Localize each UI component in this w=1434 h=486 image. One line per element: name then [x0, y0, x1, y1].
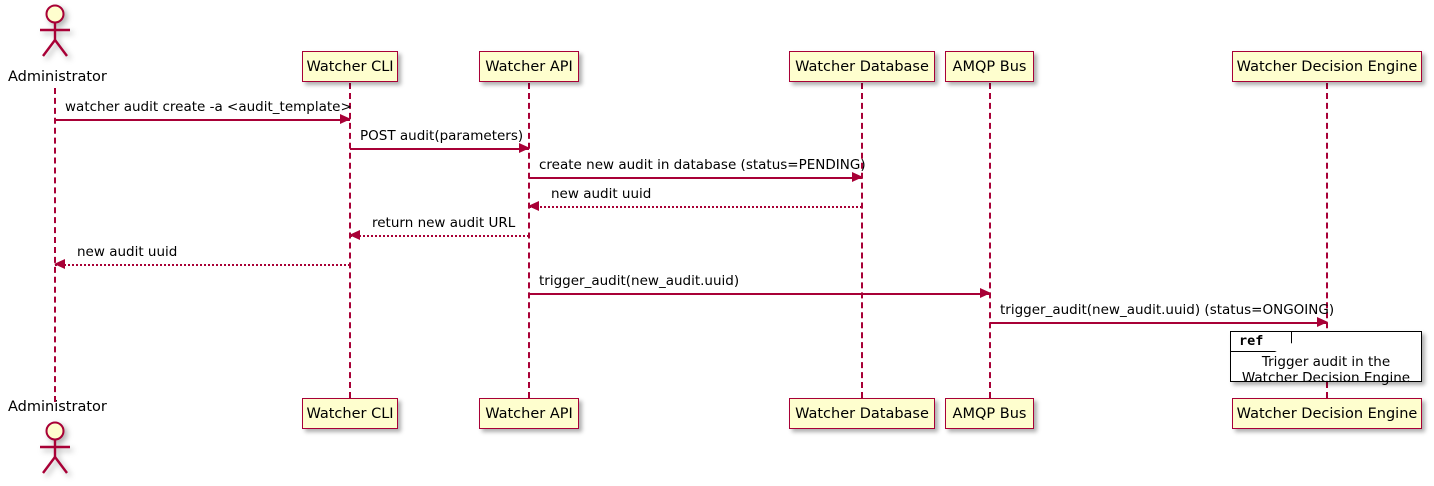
participant-watcher-database-bottom[interactable]: Watcher Database: [789, 398, 935, 429]
participant-watcher-cli-top[interactable]: Watcher CLI: [302, 51, 398, 82]
actor-stick-figure-icon: [40, 421, 70, 474]
participant-watcher-api-bottom[interactable]: Watcher API: [479, 398, 579, 429]
message-line: [350, 148, 529, 150]
participant-watcher-database-top[interactable]: Watcher Database: [789, 51, 935, 82]
participant-amqp-bus-top[interactable]: AMQP Bus: [945, 51, 1034, 82]
ref-fragment: ref Trigger audit in the Watcher Decisio…: [1230, 331, 1422, 386]
message-line: [55, 119, 350, 121]
message-line: [529, 206, 862, 208]
ref-fragment-body: Trigger audit in the Watcher Decision En…: [1231, 354, 1421, 386]
message-label: watcher audit create -a <audit_template>: [65, 99, 352, 115]
actor-stick-figure-icon: [40, 4, 70, 57]
arrowhead-left-icon: [349, 230, 360, 240]
arrowhead-left-icon: [54, 259, 65, 269]
message-line: [529, 293, 990, 295]
message-label: create new audit in database (status=PEN…: [539, 157, 866, 173]
ref-fragment-line1: Trigger audit in the: [1261, 354, 1391, 370]
arrowhead-right-icon: [1317, 317, 1328, 327]
message-line: [350, 235, 529, 237]
lifeline-watcher-decision-engine: [1326, 83, 1328, 398]
message-label: trigger_audit(new_audit.uuid): [539, 273, 740, 289]
message-line: [529, 177, 862, 179]
message-label: trigger_audit(new_audit.uuid) (status=ON…: [1000, 302, 1335, 318]
actor-label-administrator-bottom: Administrator: [8, 399, 107, 415]
participant-watcher-decision-engine-bottom[interactable]: Watcher Decision Engine: [1232, 398, 1422, 429]
arrowhead-left-icon: [528, 201, 539, 211]
lifeline-watcher-cli: [349, 83, 351, 398]
lifeline-watcher-database: [861, 83, 863, 398]
ref-fragment-keyword: ref: [1239, 333, 1264, 349]
message-line: [990, 322, 1327, 324]
lifeline-watcher-api: [528, 83, 530, 398]
message-label: return new audit URL: [372, 215, 516, 231]
message-label: new audit uuid: [77, 244, 178, 260]
message-label: POST audit(parameters): [360, 128, 524, 144]
participant-watcher-cli-bottom[interactable]: Watcher CLI: [302, 398, 398, 429]
arrowhead-right-icon: [980, 288, 991, 298]
participant-amqp-bus-bottom[interactable]: AMQP Bus: [945, 398, 1034, 429]
actor-administrator-top: [27, 4, 83, 58]
ref-fragment-tab: ref: [1231, 332, 1292, 352]
participant-watcher-decision-engine-top[interactable]: Watcher Decision Engine: [1232, 51, 1422, 82]
actor-administrator-bottom: [27, 421, 83, 475]
participant-watcher-api-top[interactable]: Watcher API: [479, 51, 579, 82]
arrowhead-right-icon: [340, 114, 351, 124]
message-label: new audit uuid: [551, 186, 652, 202]
lifeline-amqp-bus: [989, 83, 991, 398]
arrowhead-right-icon: [852, 172, 863, 182]
arrowhead-right-icon: [519, 143, 530, 153]
ref-fragment-line2: Watcher Decision Engine: [1241, 370, 1411, 386]
lifeline-administrator: [54, 88, 56, 402]
actor-label-administrator-top: Administrator: [8, 69, 107, 85]
message-line: [55, 264, 350, 266]
